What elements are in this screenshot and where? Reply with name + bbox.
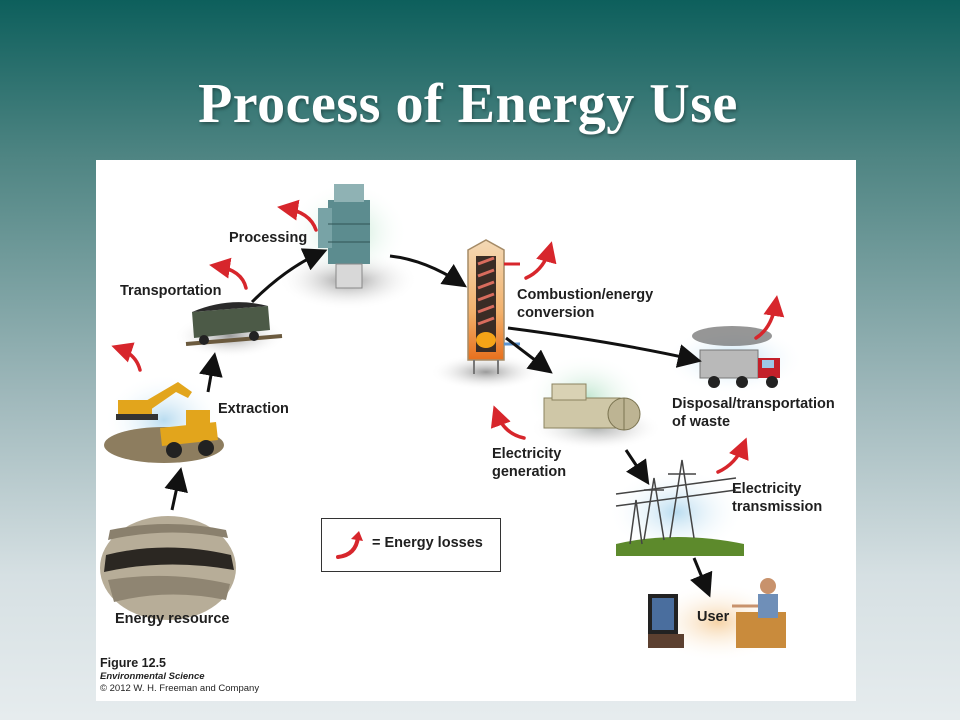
user-television-illustration <box>648 578 788 662</box>
legend-label: = Energy losses <box>372 535 483 551</box>
energy-loss-arrows <box>111 199 785 474</box>
label-processing: Processing <box>229 230 308 246</box>
figure-caption: Figure 12.5 Environmental Science © 2012… <box>100 656 259 695</box>
label-transportation: Transportation <box>120 283 222 299</box>
label-user: User <box>697 609 730 625</box>
flow-arrows <box>164 248 713 598</box>
disposal-dump-truck-illustration <box>664 326 804 394</box>
label-generation-line1: Electricity <box>492 446 562 462</box>
transportation-railcar-illustration <box>174 302 286 358</box>
label-combustion-line1: Combustion/energy <box>517 287 654 303</box>
label-electricity-transmission: Electricity transmission <box>732 480 822 516</box>
label-generation-line2: generation <box>492 464 567 480</box>
energy-resource-rock-illustration <box>100 516 236 620</box>
extraction-excavator-illustration <box>104 374 224 466</box>
label-extraction: Extraction <box>218 401 289 417</box>
label-combustion-line2: conversion <box>517 305 595 321</box>
label-transmission-line2: transmission <box>732 499 823 515</box>
label-disposal: Disposal/transportation of waste <box>672 395 835 431</box>
combustion-furnace-illustration <box>430 239 542 390</box>
caption-book-title: Environmental Science <box>100 671 205 682</box>
red-curved-arrow-icon <box>336 531 363 559</box>
slide-title: Process of Energy Use <box>198 73 738 135</box>
label-transmission-line1: Electricity <box>732 481 802 497</box>
label-combustion: Combustion/energy conversion <box>517 286 653 322</box>
electricity-transmission-towers-illustration <box>608 459 744 556</box>
caption-figure-number: Figure 12.5 <box>100 656 166 670</box>
energy-loss-legend: = Energy losses <box>321 518 501 572</box>
label-disposal-line1: Disposal/transportation <box>672 396 835 412</box>
label-energy-resource: Energy resource <box>115 611 230 627</box>
caption-copyright: © 2012 W. H. Freeman and Company <box>100 683 260 694</box>
electricity-generation-turbine-illustration <box>526 354 662 450</box>
energy-flow-diagram <box>100 182 804 662</box>
energy-use-figure: Energy resource Extraction Transportatio… <box>96 160 856 701</box>
label-electricity-generation: Electricity generation <box>492 445 566 481</box>
label-disposal-line2: of waste <box>672 414 731 430</box>
